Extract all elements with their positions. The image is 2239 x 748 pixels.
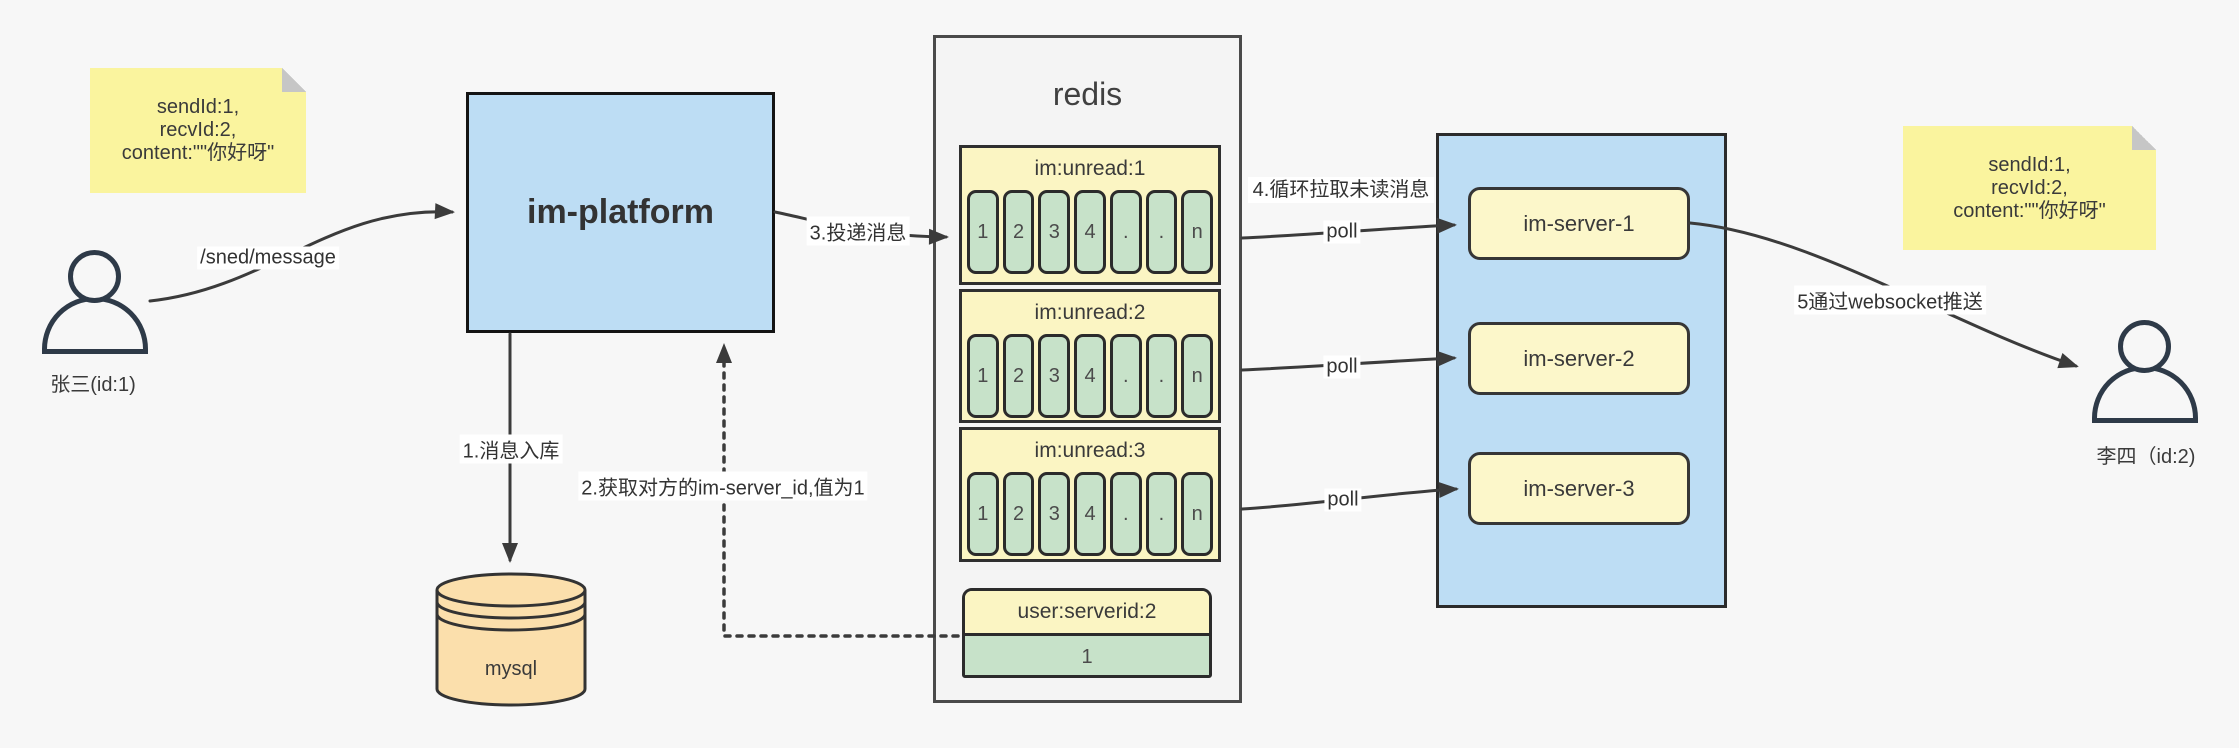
queue-cell: 3: [1038, 334, 1071, 418]
im-server-3-label: im-server-3: [1523, 475, 1635, 501]
person-sender-icon: [68, 250, 121, 303]
im-server-1-label: im-server-1: [1523, 210, 1635, 236]
queue-cell: 4: [1074, 334, 1106, 418]
note-line: content:""你好呀": [121, 142, 275, 164]
queue-title: im:unread:2: [1034, 301, 1146, 324]
note-line: content:""你好呀": [1953, 199, 2106, 222]
user-serverid-value: 1: [965, 633, 1209, 675]
queue-cell: 2: [1002, 334, 1035, 418]
queue-cell: .: [1109, 190, 1142, 274]
step3-label: 3.投递消息: [806, 216, 910, 246]
user-serverid-title: user:serverid:2: [965, 591, 1209, 633]
step2-label: 2.获取对方的im-server_id,值为1: [578, 471, 868, 501]
person-receiver-body-icon: [2092, 365, 2198, 423]
poll-1-label: poll: [1323, 220, 1361, 244]
im-platform-label: im-platform: [527, 193, 714, 231]
note-line: sendId:1,: [1988, 153, 2071, 176]
queue-cell: .: [1145, 472, 1178, 556]
im-server-3-box: im-server-3: [1468, 452, 1690, 525]
person-receiver-icon: [2118, 320, 2171, 373]
queue-im-unread-2: im:unread:2 1 2 3 4 . . n: [959, 289, 1221, 423]
queue-cells: 1 2 3 4 . . n: [962, 472, 1218, 556]
queue-cell: 1: [967, 334, 999, 418]
queue-cell: 1: [967, 190, 999, 274]
note-line: recvId:2,: [159, 119, 237, 141]
queue-cell: .: [1109, 334, 1142, 418]
person-sender-body-icon: [42, 296, 148, 354]
queue-cell: 4: [1074, 190, 1106, 274]
poll-3-label: poll: [1324, 488, 1362, 512]
note-fold-icon: [282, 68, 306, 92]
queue-cells: 1 2 3 4 . . n: [962, 190, 1218, 274]
queue-title: im:unread:3: [1034, 439, 1146, 462]
receiver-label: 李四（id:2): [2096, 446, 2196, 468]
sender-label: 张三(id:1): [50, 374, 136, 396]
queue-title: im:unread:1: [1034, 157, 1146, 180]
note-fold-icon: [2132, 126, 2156, 150]
im-platform-box: im-platform: [466, 92, 775, 333]
queue-cell: 2: [1002, 190, 1035, 274]
queue-im-unread-3: im:unread:3 1 2 3 4 . . n: [959, 427, 1221, 562]
queue-cell: .: [1145, 190, 1178, 274]
queue-cell: n: [1181, 334, 1214, 418]
queue-cell: 3: [1038, 472, 1071, 556]
mysql-database-icon: mysql: [433, 570, 589, 712]
poll-2-label: poll: [1323, 355, 1361, 379]
im-server-1-box: im-server-1: [1468, 187, 1690, 260]
queue-cell: n: [1181, 190, 1214, 274]
step1-label: 1.消息入库: [459, 434, 563, 464]
queue-cell: .: [1109, 472, 1142, 556]
send-message-label: /sned/message: [197, 246, 339, 270]
im-server-2-label: im-server-2: [1523, 345, 1635, 371]
note-line: recvId:2,: [1991, 176, 2068, 199]
note-line: sendId:1,: [156, 96, 240, 118]
queue-cell: 3: [1038, 190, 1071, 274]
im-server-2-box: im-server-2: [1468, 322, 1690, 395]
queue-cells: 1 2 3 4 . . n: [962, 334, 1218, 418]
user-serverid-box: user:serverid:2 1: [962, 588, 1212, 678]
redis-title: redis: [1052, 76, 1123, 112]
sticky-note-right: sendId:1, recvId:2, content:""你好呀": [1903, 126, 2156, 250]
step5-label: 5通过websocket推送: [1794, 285, 1986, 315]
queue-cell: 4: [1074, 472, 1106, 556]
sticky-note-left: sendId:1, recvId:2, content:""你好呀": [90, 68, 306, 193]
step4-label: 4.循环拉取未读消息: [1248, 177, 1434, 203]
queue-cell: .: [1145, 334, 1178, 418]
queue-cell: 2: [1002, 472, 1035, 556]
queue-im-unread-1: im:unread:1 1 2 3 4 . . n: [959, 145, 1221, 285]
queue-cell: 1: [967, 472, 999, 556]
mysql-label: mysql: [484, 658, 538, 680]
queue-cell: n: [1181, 472, 1214, 556]
